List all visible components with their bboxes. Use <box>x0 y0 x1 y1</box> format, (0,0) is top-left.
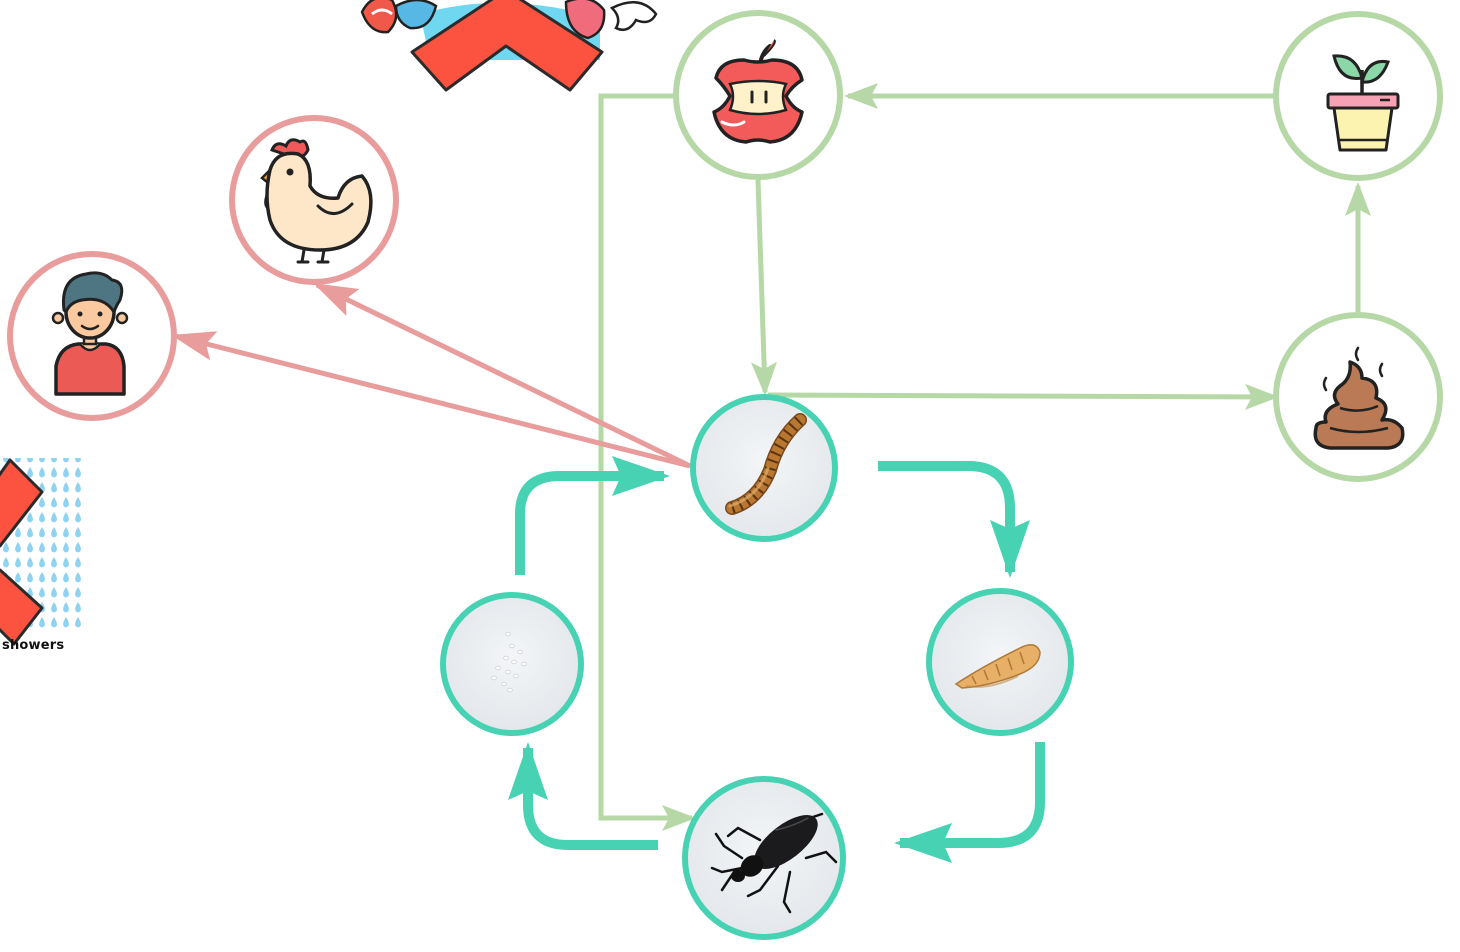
node-mealworm-larva <box>690 394 838 542</box>
arrow-eggs-to-larva <box>515 456 670 575</box>
node-chicken <box>229 115 399 285</box>
arrow-apple-to-beetle <box>598 93 696 831</box>
potted-plant-icon <box>1326 54 1400 152</box>
life-cycle-arrows <box>508 456 1045 863</box>
crossed-food-waste-icon <box>360 0 658 92</box>
mealworm-photo <box>725 413 807 515</box>
arrow-larva-to-person <box>171 331 691 469</box>
node-beetle <box>682 776 846 940</box>
node-pupa <box>926 588 1074 736</box>
pupa-photo <box>954 644 1041 689</box>
node-apple-core <box>673 10 843 180</box>
arrow-apple-to-larva <box>751 179 778 396</box>
node-droppings <box>1273 312 1443 482</box>
chicken-icon <box>260 138 373 264</box>
arrow-beetle-to-eggs <box>508 742 658 850</box>
eggs-photo <box>491 631 527 693</box>
arrow-larva-to-chicken <box>313 282 692 469</box>
node-eggs <box>440 592 584 736</box>
showers-label: showers <box>2 638 65 653</box>
arrow-pupa-to-beetle <box>894 742 1045 863</box>
consumer-arrows <box>171 282 692 469</box>
node-person <box>7 251 177 421</box>
node-plant-pot <box>1273 11 1443 181</box>
darkling-beetle-photo <box>710 812 838 914</box>
arrow-larva-to-pupa <box>878 461 1030 578</box>
crossed-water-drops-icon <box>0 458 84 646</box>
arrow-larva-to-droppings <box>767 383 1279 410</box>
apple-core-icon <box>712 39 804 144</box>
nutrient-cycle-arrows <box>598 83 1371 831</box>
poop-icon <box>1313 346 1405 450</box>
person-icon <box>51 271 129 396</box>
